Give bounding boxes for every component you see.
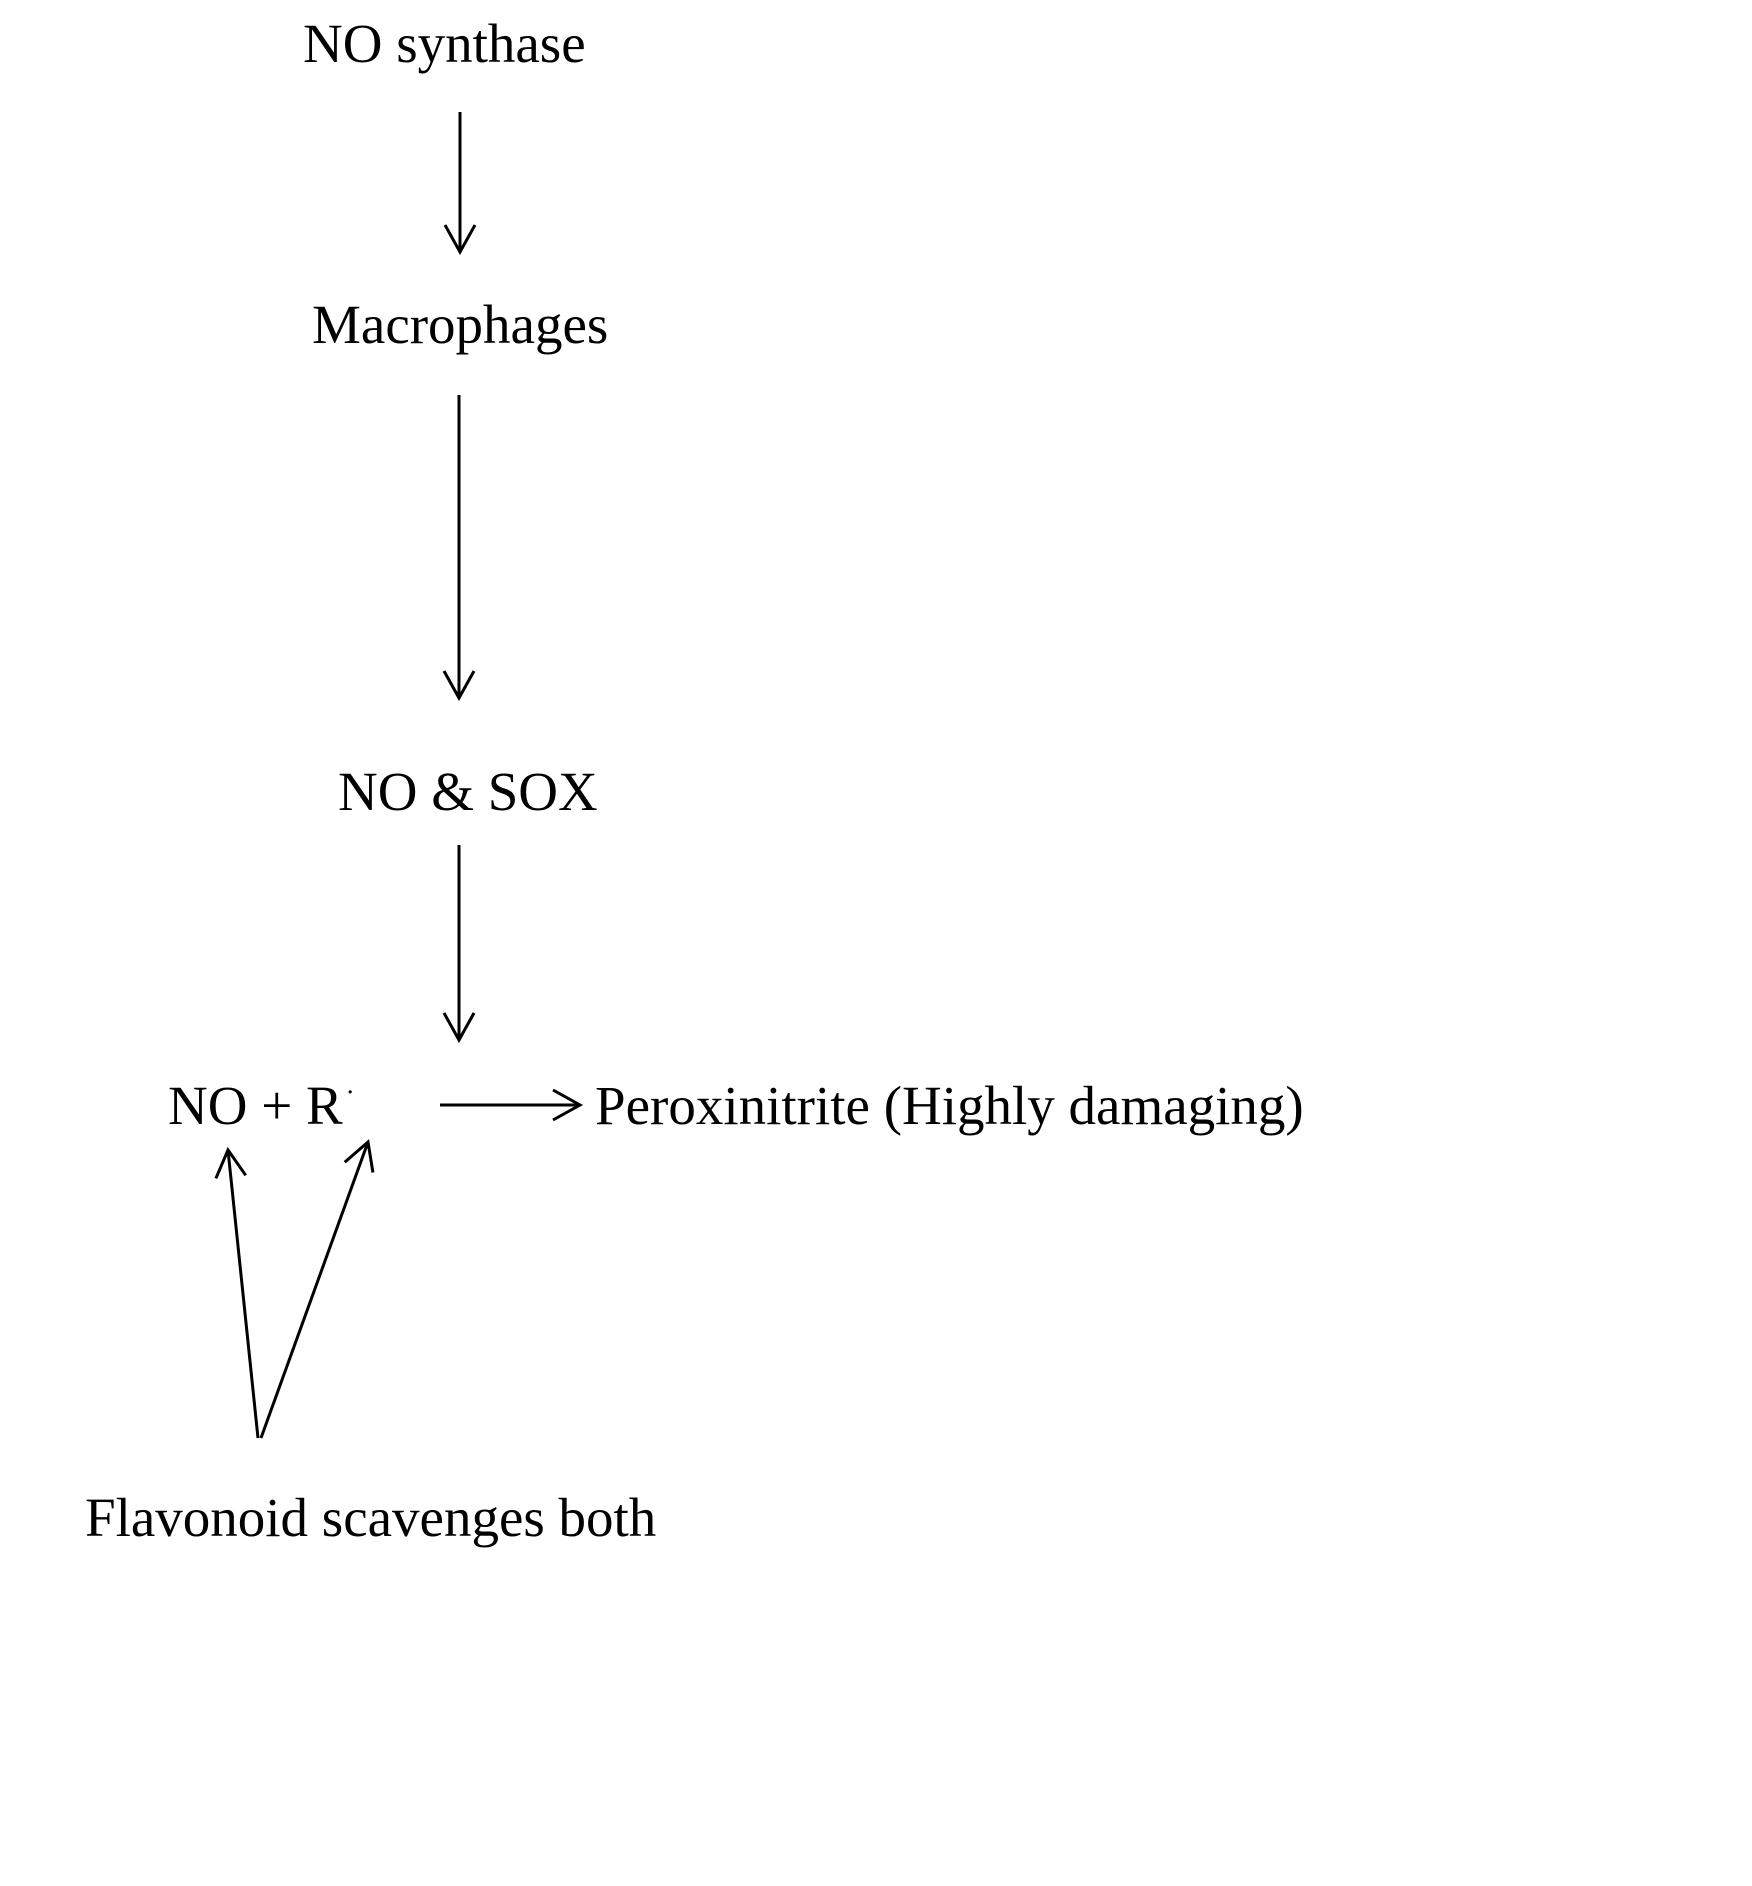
- node-peroxinitrite: Peroxinitrite (Highly damaging): [595, 1075, 1304, 1136]
- arrow-flavonoid-to-no: [214, 1146, 260, 1439]
- node-no-plus-r-text: NO + R: [168, 1075, 343, 1136]
- radical-dot: ·: [345, 1075, 355, 1107]
- arrow-flavonoid-to-r: [259, 1139, 375, 1439]
- node-no-synthase: NO synthase: [303, 13, 586, 74]
- node-flavonoid: Flavonoid scavenges both: [85, 1487, 657, 1548]
- node-no-sox: NO & SOX: [338, 761, 598, 822]
- node-no-plus-r: NO + R·: [168, 1074, 355, 1137]
- node-macrophages: Macrophages: [312, 294, 609, 355]
